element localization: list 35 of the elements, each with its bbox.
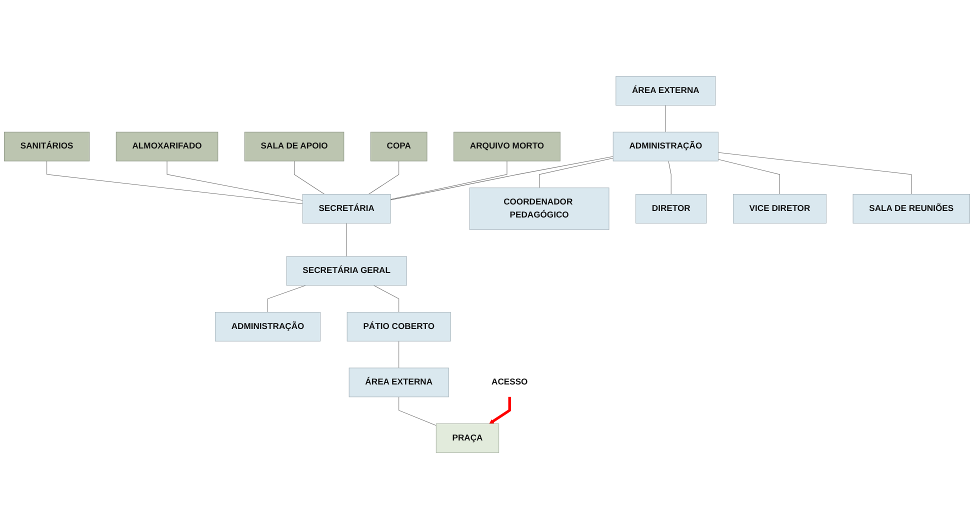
node-text: ACESSO xyxy=(492,378,528,387)
node-box: SECRETÁRIA xyxy=(302,194,391,224)
node-box: ALMOXARIFADO xyxy=(116,132,218,162)
connector xyxy=(398,340,400,368)
node-box: SALA DE REUNIÕES xyxy=(852,194,970,224)
connector xyxy=(390,156,614,200)
connector xyxy=(373,285,400,312)
connector xyxy=(718,159,780,195)
connector xyxy=(46,160,303,204)
node-box: VICE DIRETOR xyxy=(732,194,826,224)
node-box: SALA DE APOIO xyxy=(244,132,344,162)
node-box: PRAÇA xyxy=(436,423,500,453)
node-box: COPA xyxy=(370,132,428,162)
node-box: ARQUIVO MORTO xyxy=(454,132,560,162)
connector xyxy=(398,396,436,426)
arrow xyxy=(489,396,511,424)
node-box: ÁREA EXTERNA xyxy=(348,368,449,398)
connector xyxy=(268,285,306,312)
node-box: ADMINISTRAÇÃO xyxy=(612,132,718,162)
node-box: SANITÁRIOS xyxy=(4,132,90,162)
connector xyxy=(390,160,508,200)
connector xyxy=(668,160,672,195)
connector xyxy=(718,152,912,195)
connector xyxy=(166,160,303,201)
connector xyxy=(294,160,325,195)
node-box: DIRETOR xyxy=(636,194,707,224)
node-box: ADMINISTRAÇÃO xyxy=(214,312,321,342)
connector xyxy=(346,222,347,257)
node-box: COORDENADOR PEDAGÓGICO xyxy=(469,188,610,230)
node-box: ÁREA EXTERNA xyxy=(616,76,716,106)
connector xyxy=(368,160,400,195)
connector xyxy=(665,105,666,132)
connector xyxy=(539,158,614,188)
node-box: PÁTIO COBERTO xyxy=(346,312,451,342)
node-box: SECRETÁRIA GERAL xyxy=(286,256,407,286)
